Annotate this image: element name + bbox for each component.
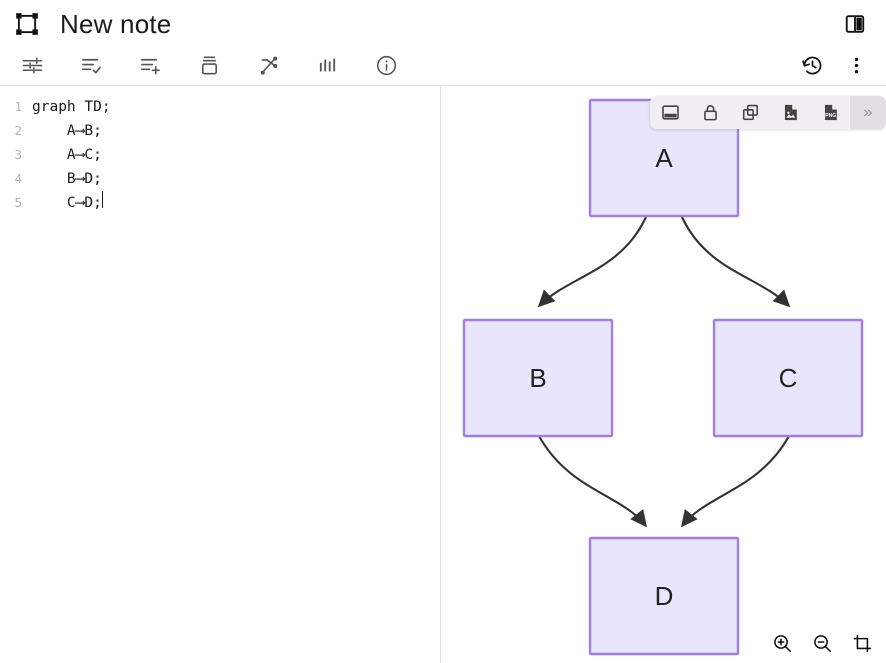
history-icon[interactable] (792, 48, 832, 82)
title-bar: New note (0, 0, 886, 48)
main-toolbar (0, 44, 886, 86)
diagram-toolbar: PNG » (650, 96, 886, 129)
diagram-node-c[interactable]: C (712, 318, 864, 438)
edge-group (537, 216, 791, 528)
more-vertical-icon[interactable] (836, 48, 876, 82)
settings-sliders-icon[interactable] (12, 48, 52, 82)
code-line: 4 B⟶D; (0, 167, 440, 191)
export-png-icon[interactable]: PNG (810, 96, 850, 129)
node-label-a: A (655, 143, 673, 173)
split-panel-icon[interactable] (840, 9, 870, 39)
line-number: 2 (14, 123, 22, 138)
diagram-node-b[interactable]: B (462, 318, 614, 438)
toolbar-right-group (792, 48, 878, 82)
task-list-check-icon[interactable] (71, 48, 111, 82)
export-image-icon[interactable] (770, 96, 810, 129)
node-label-d: D (655, 581, 674, 611)
line-number: 1 (14, 99, 22, 114)
edge-c-d (680, 435, 790, 528)
code-line: 3 A⟶C; (0, 143, 440, 167)
zoom-in-icon[interactable] (768, 629, 796, 657)
edge-b-d (538, 435, 648, 528)
zoom-controls (768, 629, 876, 657)
toolbar-left-group (8, 48, 406, 82)
diagram-toolbar-more-button[interactable]: » (850, 96, 886, 129)
flowchart-diagram: A B C D (462, 98, 864, 656)
line-content[interactable]: C⟶D; (32, 195, 102, 211)
line-content[interactable]: B⟶D; (32, 171, 102, 187)
fit-to-screen-icon[interactable] (848, 629, 876, 657)
edge-a-c (681, 216, 791, 308)
pane-splitter[interactable] (440, 86, 441, 663)
diagram-preview: A B C D (441, 86, 886, 663)
line-number: 5 (14, 195, 22, 210)
copy-icon[interactable] (730, 96, 770, 129)
archive-box-icon[interactable] (189, 48, 229, 82)
line-number: 4 (14, 171, 22, 186)
lock-icon[interactable] (690, 96, 730, 129)
edge-a-b (537, 216, 647, 308)
main-content: 1 graph TD; 2 A⟶B; 3 A⟶C; 4 B⟶D; 5 C⟶D; (0, 86, 886, 663)
line-content[interactable]: graph TD; (32, 99, 111, 115)
code-editor[interactable]: 1 graph TD; 2 A⟶B; 3 A⟶C; 4 B⟶D; 5 C⟶D; (0, 86, 440, 663)
code-line: 5 C⟶D; (0, 191, 440, 215)
list-add-icon[interactable] (130, 48, 170, 82)
page-title[interactable]: New note (60, 9, 172, 39)
diagram-node-d[interactable]: D (588, 536, 740, 656)
panel-bottom-icon[interactable] (650, 96, 690, 129)
info-circle-icon[interactable] (366, 48, 406, 82)
branch-graph-icon[interactable] (248, 48, 288, 82)
line-content[interactable]: A⟶C; (32, 147, 102, 163)
code-line: 1 graph TD; (0, 95, 440, 119)
line-content[interactable]: A⟶B; (32, 123, 102, 139)
node-label-c: C (779, 363, 798, 393)
line-number: 3 (14, 147, 22, 162)
svg-text:PNG: PNG (825, 113, 836, 119)
diagram-node-a[interactable]: A (588, 98, 740, 218)
node-graph-icon (12, 9, 42, 39)
text-cursor (101, 191, 103, 208)
toolbar-divider (0, 85, 886, 86)
code-line: 2 A⟶B; (0, 119, 440, 143)
node-label-b: B (529, 363, 546, 393)
bar-chart-icon[interactable] (307, 48, 347, 82)
zoom-out-icon[interactable] (808, 629, 836, 657)
